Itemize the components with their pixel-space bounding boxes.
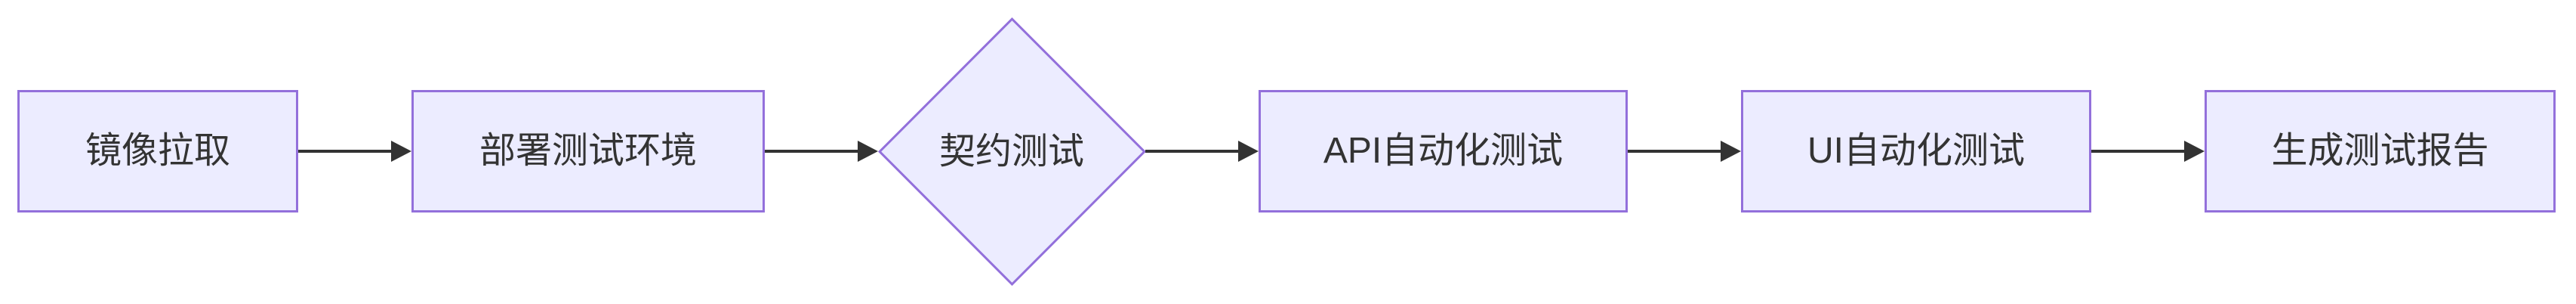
node-api-automation-test: API自动化测试 — [1259, 90, 1628, 212]
edge-contract-to-api — [1145, 141, 1259, 163]
edge-line — [765, 150, 860, 153]
node-contract-test: 契约测试 — [877, 17, 1146, 286]
edge-line — [1628, 150, 1723, 153]
edge-line — [2091, 150, 2186, 153]
node-generate-test-report-label: 生成测试报告 — [2271, 131, 2489, 171]
edge-ui-to-report — [2091, 141, 2205, 163]
node-deploy-test-env: 部署测试环境 — [411, 90, 765, 212]
edge-deploy-to-contract — [765, 141, 878, 163]
node-ui-automation-test-label: UI自动化测试 — [1807, 131, 2025, 171]
node-image-pull: 镜像拉取 — [17, 90, 298, 212]
arrow-right-icon — [858, 141, 878, 162]
edge-image-pull-to-deploy — [298, 141, 411, 163]
arrow-right-icon — [2184, 141, 2205, 162]
node-contract-test-label: 契约测试 — [938, 131, 1084, 172]
edge-line — [1145, 150, 1240, 153]
node-generate-test-report: 生成测试报告 — [2205, 90, 2556, 212]
arrow-right-icon — [1238, 141, 1259, 162]
arrow-right-icon — [1721, 141, 1741, 162]
node-deploy-test-env-label: 部署测试环境 — [479, 131, 697, 171]
node-ui-automation-test: UI自动化测试 — [1741, 90, 2091, 212]
edge-api-to-ui — [1628, 141, 1741, 163]
edge-line — [298, 150, 393, 153]
node-api-automation-test-label: API自动化测试 — [1323, 131, 1564, 171]
arrow-right-icon — [391, 141, 411, 162]
node-image-pull-label: 镜像拉取 — [85, 131, 230, 171]
